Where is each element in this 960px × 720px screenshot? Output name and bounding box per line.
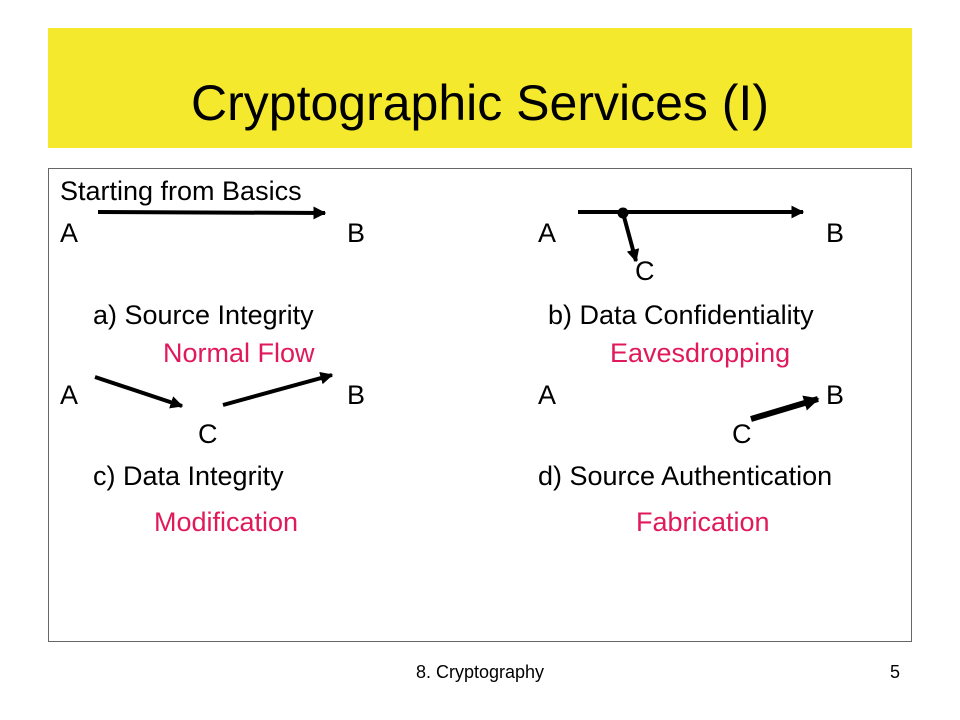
panel-d-node-b: B [826,380,845,410]
panel-c-node-a: A [60,380,79,410]
panel-a-node-b: B [347,218,366,248]
panel-a-threat: Normal Flow [163,338,315,368]
panel-b-node-a: A [538,218,557,248]
intro-text: Starting from Basics [60,176,302,206]
panel-d-caption: d) Source Authentication [538,461,833,491]
slide-title: Cryptographic Services (I) [191,75,769,131]
panel-a-node-a: A [60,218,79,248]
panel-d-node-c: C [732,419,752,449]
footer-chapter: 8. Cryptography [415,662,545,682]
panel-c-node-b: B [347,380,366,410]
panel-b-caption: b) Data Confidentiality [548,300,814,330]
panel-d-node-a: A [538,380,557,410]
panel-b-threat: Eavesdropping [610,338,791,368]
panel-c-caption: c) Data Integrity [93,461,284,491]
title-band: Cryptographic Services (I) [48,28,912,148]
panel-d-threat: Fabrication [636,507,770,537]
panel-b-node-c: C [635,256,655,286]
content-box [48,168,912,642]
panel-a-caption: a) Source Integrity [93,300,314,330]
panel-b-node-b: B [826,218,845,248]
panel-c-node-c: C [198,419,218,449]
panel-c-threat: Modification [154,507,299,537]
footer-page-number: 5 [890,662,901,682]
